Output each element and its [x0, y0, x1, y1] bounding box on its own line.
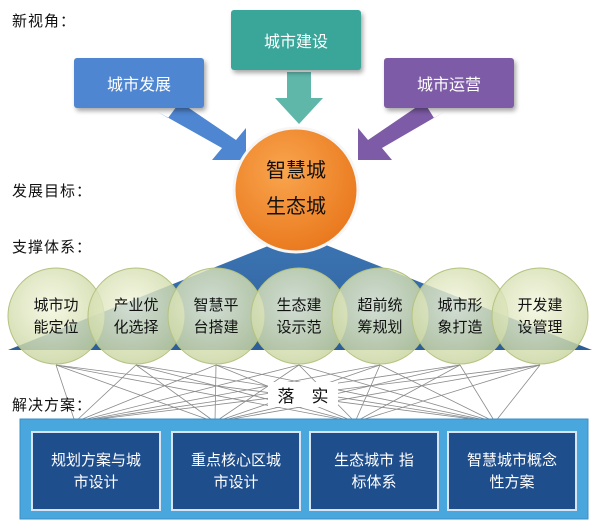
support-line-2: 筹规划: [357, 318, 403, 336]
solution-line-2: 标体系: [351, 473, 397, 491]
support-item-5: 超前统 筹规划: [340, 294, 420, 338]
support-line-1: 智慧平: [193, 296, 239, 314]
solution-box-2: 重点核心区城 市设计: [171, 431, 301, 511]
support-circle-7: [491, 267, 589, 365]
perspective-label: 城市运营: [416, 75, 481, 94]
support-circles: [7, 267, 589, 365]
solution-box-4: 智慧城市概念 性方案: [447, 431, 577, 511]
support-item-7: 开发建 设管理: [500, 294, 580, 338]
solution-line-1: 重点核心区城: [190, 451, 281, 469]
support-line-1: 城市形: [437, 296, 483, 314]
solution-line-1: 智慧城市概念: [466, 451, 557, 469]
solution-line-1: 规划方案与城: [50, 451, 141, 469]
support-line-2: 象打造: [437, 318, 483, 336]
perspective-box-urban-operation: 城市运营: [384, 58, 514, 108]
support-line-2: 台搭建: [193, 318, 239, 336]
support-line-1: 产业优: [113, 296, 159, 314]
support-line-1: 开发建: [517, 296, 563, 314]
support-line-2: 能定位: [33, 318, 79, 336]
perspective-label: 城市发展: [106, 75, 171, 94]
support-item-1: 城市功 能定位: [16, 294, 96, 338]
support-line-1: 城市功: [33, 296, 79, 314]
solution-line-1: 生态城市 指: [334, 451, 414, 469]
support-line-2: 化选择: [113, 318, 159, 336]
arrow-right: [358, 102, 444, 160]
support-item-2: 产业优 化选择: [96, 294, 176, 338]
arrow-center: [275, 72, 323, 124]
arrow-left: [158, 102, 246, 160]
support-line-2: 设示范: [276, 318, 322, 336]
goal-text: 智慧城 生态城: [236, 152, 356, 224]
support-item-3: 智慧平 台搭建: [176, 294, 256, 338]
label-support-system: 支撑体系：: [12, 238, 93, 256]
perspective-box-urban-development: 城市发展: [74, 58, 204, 108]
implement-label: 落 实: [268, 382, 338, 407]
perspective-box-urban-construction: 城市建设: [231, 10, 361, 70]
support-item-4: 生态建 设示范: [259, 294, 339, 338]
goal-line-1: 智慧城: [266, 158, 326, 182]
label-solution: 解决方案：: [12, 396, 93, 414]
solution-box-1: 规划方案与城 市设计: [31, 431, 161, 511]
solution-line-2: 性方案: [489, 473, 535, 491]
solution-line-2: 市设计: [73, 473, 119, 491]
label-development-goal: 发展目标：: [12, 182, 93, 200]
support-line-1: 超前统: [357, 296, 403, 314]
connection-lines: [55, 364, 541, 423]
support-line-1: 生态建: [276, 296, 322, 314]
solution-line-2: 市设计: [213, 473, 259, 491]
perspective-label: 城市建设: [263, 32, 328, 51]
solution-box-3: 生态城市 指 标体系: [309, 431, 439, 511]
support-item-6: 城市形 象打造: [420, 294, 500, 338]
label-new-perspective: 新视角：: [12, 12, 77, 30]
support-line-2: 设管理: [517, 318, 563, 336]
goal-line-2: 生态城: [266, 194, 326, 218]
goal-circle: [232, 126, 360, 254]
